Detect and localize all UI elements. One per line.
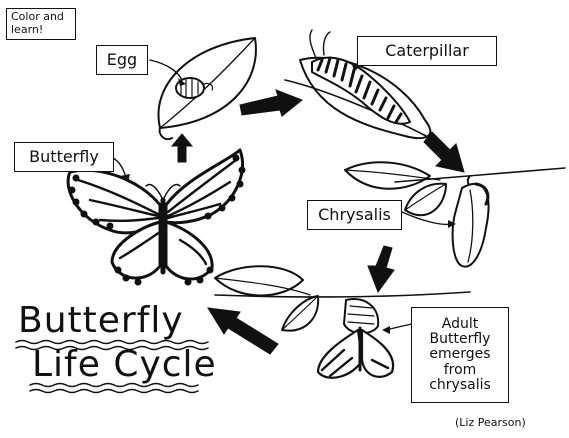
label-chrysalis-text: Chrysalis: [318, 205, 391, 225]
chrysalis-icon: [451, 182, 490, 268]
label-caterpillar: Caterpillar: [357, 36, 497, 66]
arrow-chrysalis-to-adult: [367, 245, 395, 294]
label-butterfly-text: Butterfly: [29, 147, 99, 167]
chrysalis-stem: [344, 161, 566, 217]
emerging-stem: [214, 265, 471, 332]
egg-leaf: [157, 37, 257, 141]
butterfly-icon: [66, 148, 244, 281]
adult-line-1: Adult: [441, 315, 479, 332]
label-egg: Egg: [96, 45, 148, 75]
arrow-adult-to-egg-cycle: [207, 307, 279, 355]
adult-line-5: chrysalis: [429, 377, 491, 394]
butterfly-wing-dots: [68, 154, 246, 286]
pointer-tips: [120, 64, 456, 334]
color-and-learn-note: Color and learn!: [6, 8, 76, 40]
title-line-1: Butterfly: [18, 300, 184, 341]
caterpillar-icon: [309, 29, 411, 125]
title-underlines: [15, 339, 209, 394]
adult-line-4: from: [443, 361, 477, 378]
author-credit: (Liz Pearson): [455, 416, 526, 429]
arrow-egg-to-caterpillar: [239, 89, 303, 117]
label-egg-text: Egg: [106, 50, 138, 70]
label-butterfly: Butterfly: [14, 142, 114, 172]
adult-line-3: emerges: [429, 346, 491, 363]
title-line-2: Life Cycle: [32, 344, 217, 385]
label-adult-emerges: Adult Butterfly emerges from chrysalis: [411, 307, 509, 403]
adult-line-2: Butterfly: [429, 330, 491, 347]
label-chrysalis: Chrysalis: [307, 200, 402, 230]
arrow-butterfly-to-egg: [170, 133, 194, 163]
note-text: Color and learn!: [11, 10, 64, 36]
arrow-caterpillar-to-chrysalis: [423, 131, 465, 173]
label-caterpillar-text: Caterpillar: [385, 41, 469, 61]
cycle-arrows: [170, 89, 465, 355]
emerging-butterfly-icon: [316, 298, 395, 379]
